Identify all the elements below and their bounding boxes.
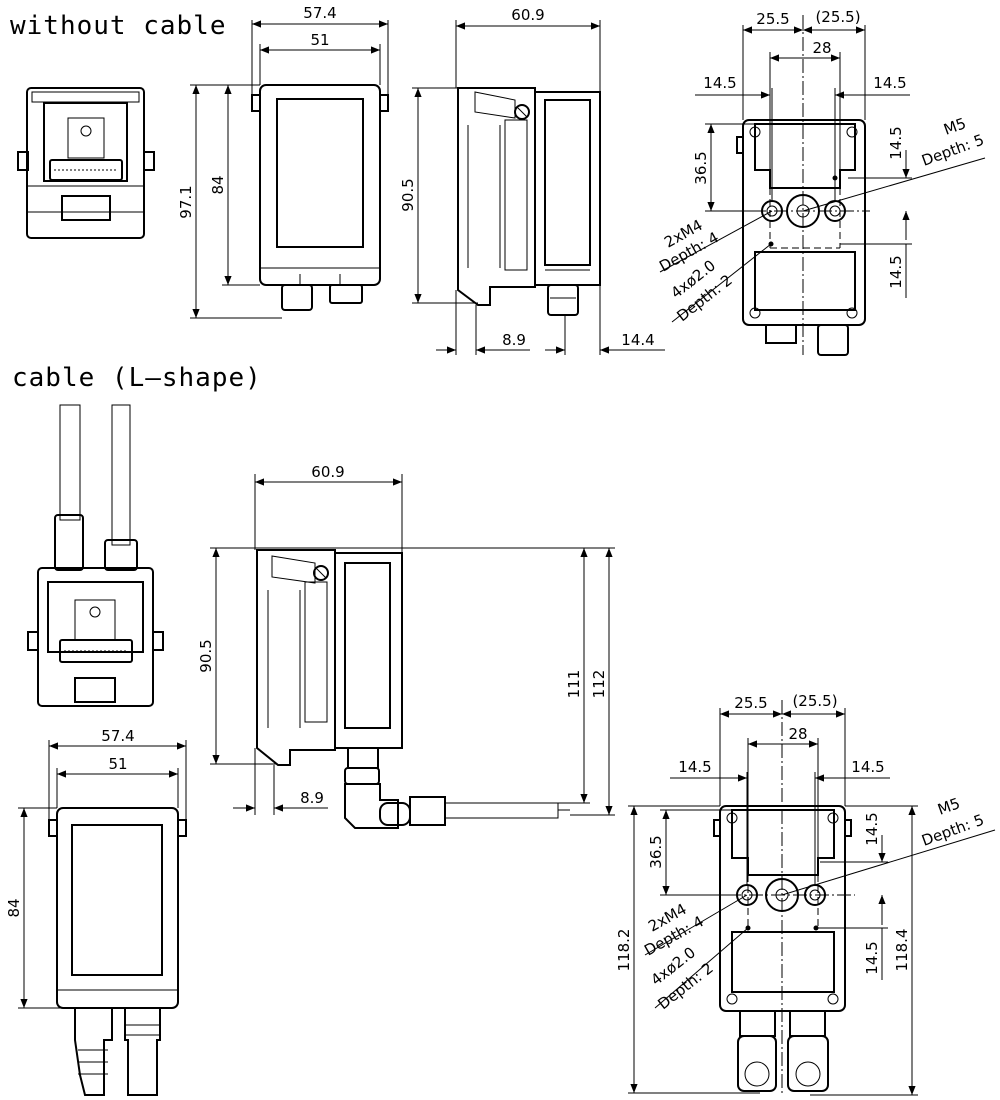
dim-bottom-side-offset: 8.9 — [300, 789, 324, 807]
bottom-end-view — [27, 404, 164, 707]
dim-top-side-height: 90.5 — [399, 178, 417, 211]
top-end-view — [17, 87, 155, 239]
dim-bottom-side-depth: 60.9 — [311, 463, 344, 481]
dim-top-front-height-outer: 97.1 — [177, 185, 195, 218]
dim-top-back-hole-left: 14.5 — [703, 74, 736, 92]
top-side-view: 60.9 90.5 8.9 14.4 — [399, 6, 665, 355]
bottom-side-view: 60.9 90.5 8.9 111 112 — [197, 463, 615, 829]
top-front-view: 57.4 51 97.1 84 — [177, 4, 389, 319]
dim-bottom-back-v-upper: 14.5 — [863, 812, 881, 845]
bottom-front-view: 57.4 51 84 — [5, 727, 187, 1096]
dim-bottom-back-v-lower: 14.5 — [863, 941, 881, 974]
dim-top-front-width-inner: 51 — [310, 31, 329, 49]
dim-bottom-side-111: 111 — [565, 670, 583, 699]
dim-bottom-back-left: 25.5 — [734, 694, 767, 712]
dim-bottom-front-width-outer: 57.4 — [101, 727, 134, 745]
dim-top-front-width-outer: 57.4 — [303, 4, 336, 22]
dim-bottom-back-hole-right: 14.5 — [851, 758, 884, 776]
dim-top-back-v-lower: 14.5 — [887, 255, 905, 288]
heading-cable-l-shape: cable (L–shape) — [12, 363, 262, 393]
dim-top-back-top-offset: 36.5 — [692, 151, 710, 184]
dim-bottom-front-width-inner: 51 — [108, 755, 127, 773]
label-top-m5: M5 — [941, 114, 968, 139]
dim-top-back-left: 25.5 — [756, 10, 789, 28]
dim-top-back-right: (25.5) — [815, 8, 860, 26]
dim-top-back-v-upper: 14.5 — [887, 126, 905, 159]
dim-bottom-back-h-right: 118.4 — [893, 929, 911, 972]
dim-top-front-height-inner: 84 — [209, 175, 227, 194]
dim-top-side-depth: 60.9 — [511, 6, 544, 24]
dim-bottom-back-top-offset: 36.5 — [647, 835, 665, 868]
dim-bottom-front-height: 84 — [5, 898, 23, 917]
dim-bottom-back-h-left: 118.2 — [615, 929, 633, 972]
top-back-view: 25.5 (25.5) 28 14.5 14.5 36.5 14.5 14.5 … — [656, 8, 987, 356]
label-bottom-m5-depth: Depth: 5 — [919, 811, 986, 850]
dim-top-side-offset-right: 14.4 — [621, 331, 654, 349]
dim-bottom-back-center: 28 — [788, 725, 807, 743]
dim-bottom-back-right: (25.5) — [792, 692, 837, 710]
dim-top-back-hole-right: 14.5 — [873, 74, 906, 92]
label-bottom-m5: M5 — [935, 794, 962, 819]
heading-without-cable: without cable — [10, 11, 227, 41]
bottom-back-view: 25.5 (25.5) 28 14.5 14.5 118.2 118.4 36.… — [615, 692, 996, 1096]
dim-bottom-side-height: 90.5 — [197, 639, 215, 672]
dim-bottom-side-112: 112 — [590, 670, 608, 699]
dim-top-side-offset-left: 8.9 — [502, 331, 526, 349]
dim-top-back-center: 28 — [812, 39, 831, 57]
dim-bottom-back-hole-left: 14.5 — [678, 758, 711, 776]
